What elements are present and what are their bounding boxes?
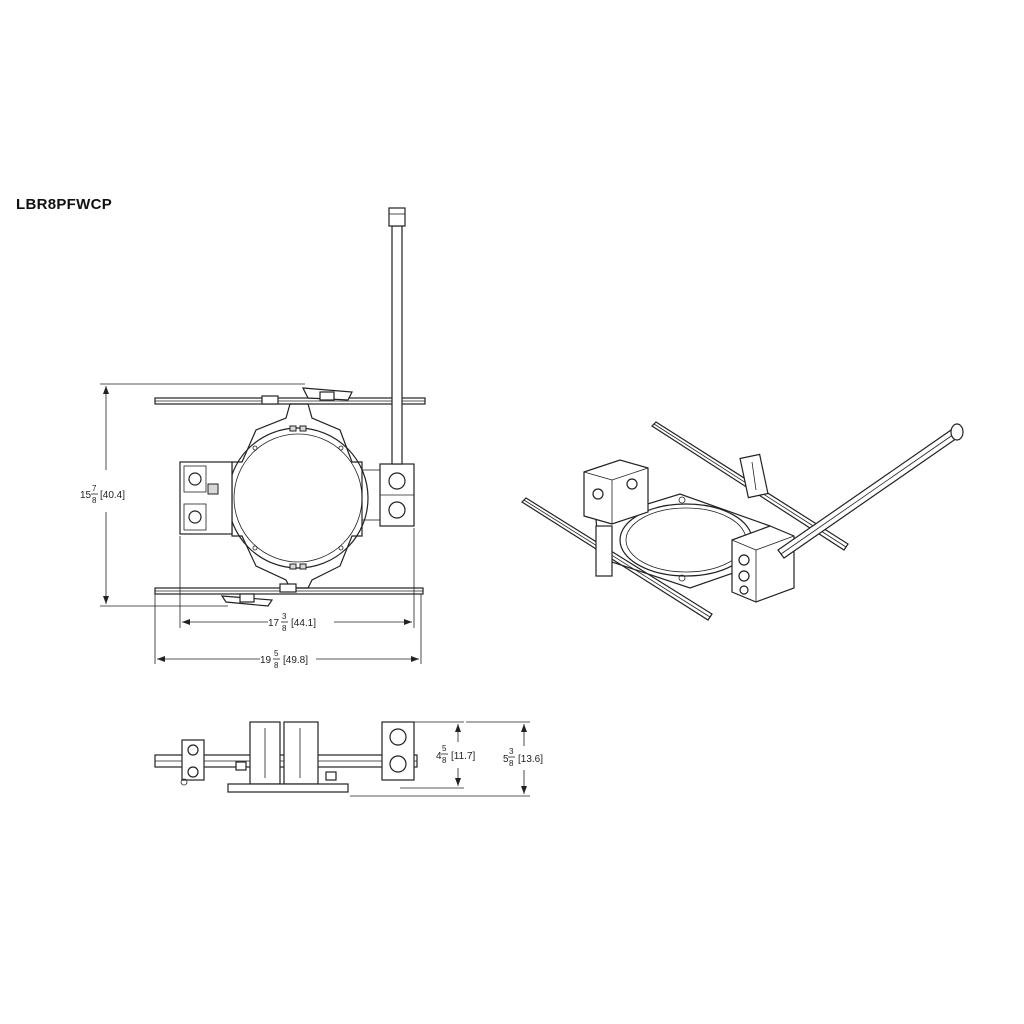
left-bracket xyxy=(179,461,233,535)
depth-b-metric: [13.6] xyxy=(518,754,543,765)
outer-width-metric: [49.8] xyxy=(283,655,308,666)
depth-a-denominator: 8 xyxy=(442,756,447,765)
isometric-view xyxy=(521,421,964,621)
outer-width-dimension: 19 5 8 [49.8] xyxy=(154,594,422,670)
depth-b-numerator: 3 xyxy=(509,747,514,756)
model-title: LBR8PFWCP xyxy=(16,196,113,213)
height-metric: [40.4] xyxy=(100,490,125,501)
inner-width-whole: 17 xyxy=(268,618,280,629)
outer-width-whole: 19 xyxy=(260,655,272,666)
outer-width-denominator: 8 xyxy=(274,661,279,670)
upper-hanger-bar xyxy=(154,387,426,405)
depth-a-dimension: 4 5 8 [11.7] xyxy=(400,721,475,789)
depth-a-metric: [11.7] xyxy=(451,751,475,762)
depth-a-whole: 4 xyxy=(436,751,442,762)
junction-box xyxy=(361,463,415,527)
frame-plate xyxy=(227,395,369,593)
inner-width-dimension: 17 3 8 [44.1] xyxy=(179,528,415,633)
inner-width-denominator: 8 xyxy=(282,624,287,633)
depth-b-dimension: 5 3 8 [13.6] xyxy=(350,721,543,797)
height-numerator: 7 xyxy=(92,484,97,493)
height-dimension: 15 7 8 [40.4] xyxy=(80,383,305,607)
height-denominator: 8 xyxy=(92,496,97,505)
depth-b-whole: 5 xyxy=(503,754,509,765)
inner-width-metric: [44.1] xyxy=(291,618,316,629)
outer-width-numerator: 5 xyxy=(274,649,279,658)
height-whole: 15 xyxy=(80,490,92,501)
inner-width-numerator: 3 xyxy=(282,612,287,621)
conduit-rod xyxy=(388,207,406,465)
depth-b-denominator: 8 xyxy=(509,759,514,768)
side-view: 4 5 8 [11.7] 5 3 8 [13.6] xyxy=(154,721,543,797)
top-view: 15 7 8 [40.4] 17 3 8 [44.1] xyxy=(80,207,426,670)
depth-a-numerator: 5 xyxy=(442,744,447,753)
